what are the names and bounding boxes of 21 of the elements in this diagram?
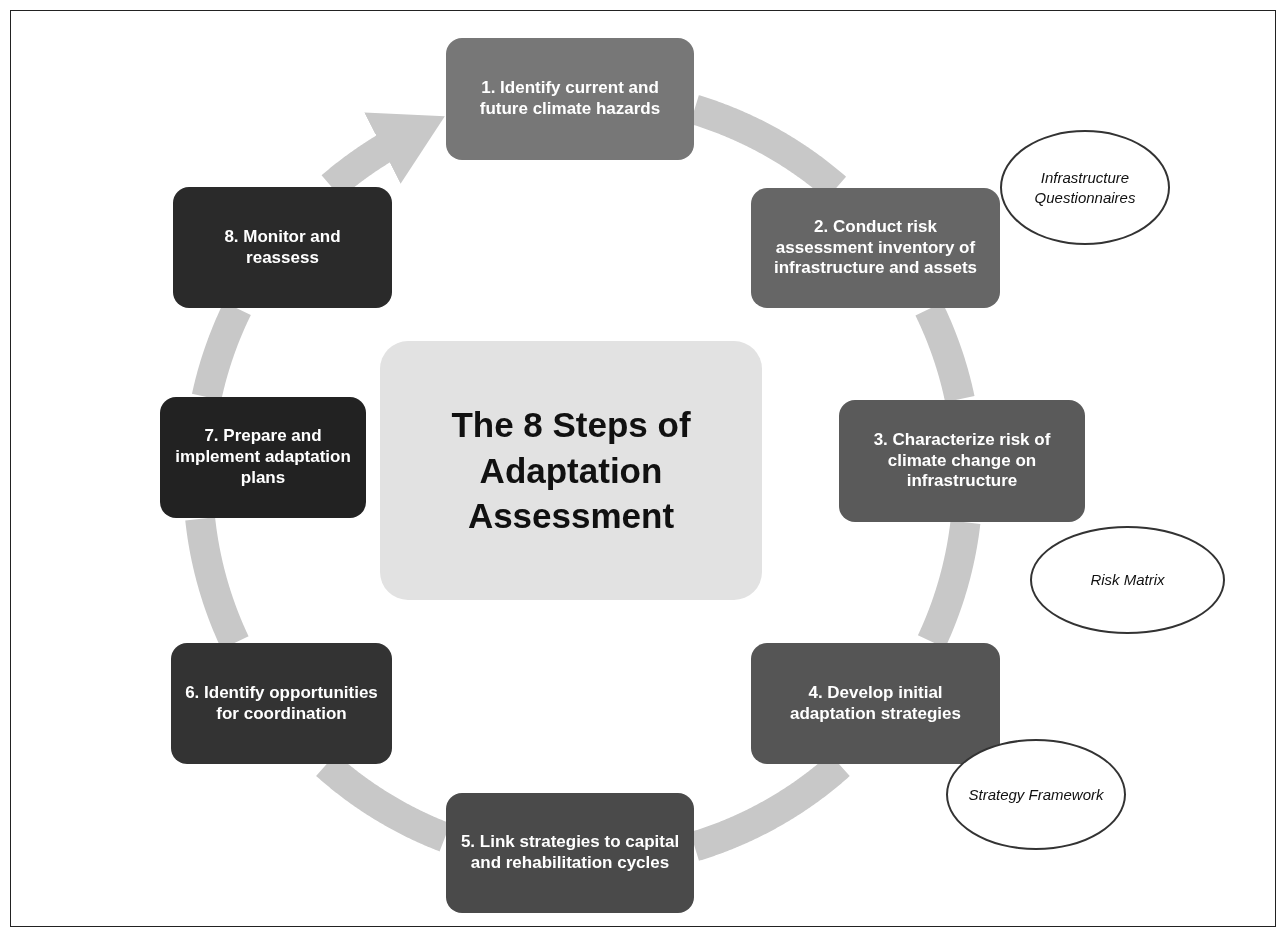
step-text: 8. Monitor and reassess [223, 226, 342, 269]
step-box [751, 643, 1000, 764]
step-box [446, 38, 694, 160]
step-text: 5. Link strategies to capital and rehabilitation cycles [460, 832, 680, 874]
step-text: 4. Develop initial adaptation strategies [789, 682, 962, 725]
step-box [446, 793, 694, 913]
step-text: 3. Characterize risk of climate change on infrastructure [872, 429, 1052, 493]
step-text: 2. Conduct risk assessment inventory of infrastructure and assets [772, 216, 979, 280]
step-text: 1. Identify current and future climate hazards [478, 78, 662, 120]
tool-text: Infrastructure Questionnaires [1033, 168, 1137, 207]
step-text: 6. Identify opportunities for coordination [185, 682, 378, 725]
title-text: The 8 Steps of Adaptation Assessment [450, 404, 692, 538]
step-box [171, 643, 392, 764]
title-box [380, 341, 762, 600]
step-box [173, 187, 392, 308]
step-box [751, 188, 1000, 308]
step-box [160, 397, 366, 518]
tool-text: Risk Matrix [1090, 570, 1165, 590]
step-text: 7. Prepare and implement adaptation plans [174, 426, 352, 489]
step-box [839, 400, 1085, 522]
tool-text: Strategy Framework [968, 784, 1104, 805]
